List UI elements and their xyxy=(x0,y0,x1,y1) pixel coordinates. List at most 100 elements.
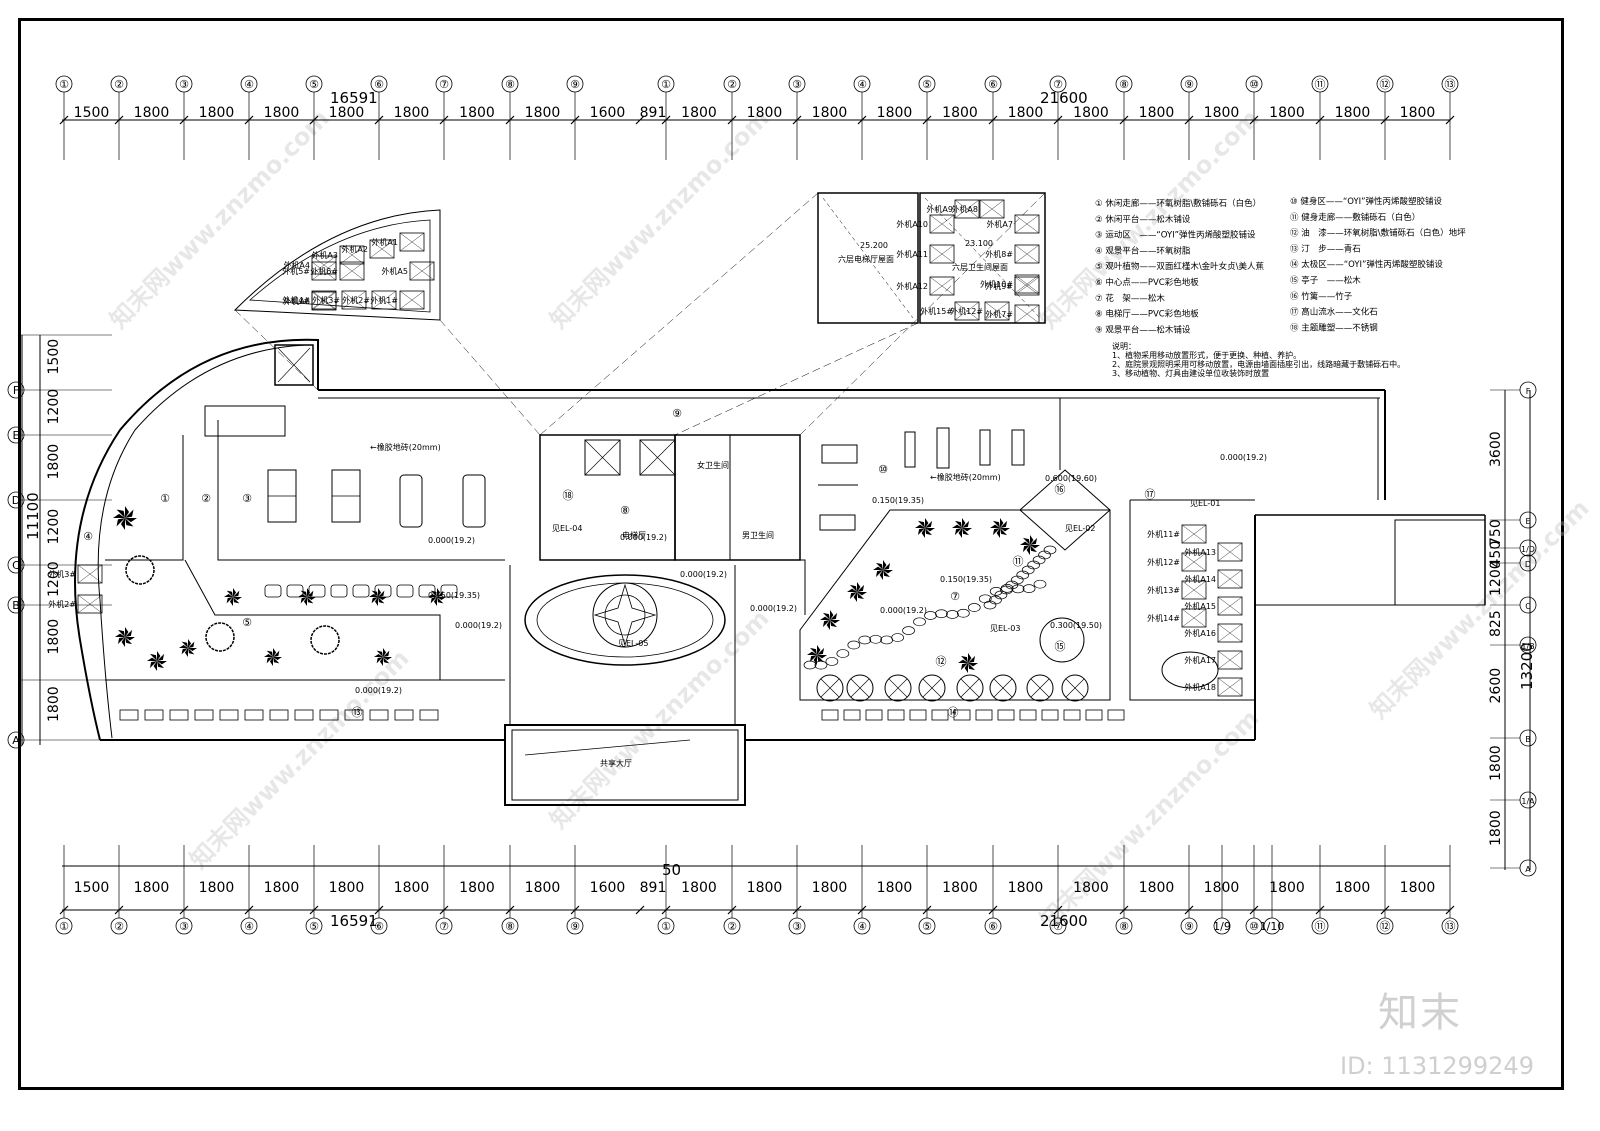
stepping-stones xyxy=(119,545,1125,721)
plant-icon xyxy=(224,588,242,606)
stepping-stone xyxy=(909,709,927,721)
axis-bubble-top-right: ② xyxy=(723,75,741,93)
dim-text-top: 1800 xyxy=(812,105,848,121)
level-2: 0.150(19.35) xyxy=(428,591,480,600)
axis-bubble-bottom-right: ⑬ xyxy=(1441,917,1459,935)
round-planter-icon xyxy=(846,674,874,702)
female-wc-label: 女卫生间 xyxy=(697,460,729,470)
axis-label: A xyxy=(12,734,20,747)
axis-label: ⑫ xyxy=(1380,920,1391,933)
ac-unit: 外机A17 xyxy=(1184,650,1243,670)
axis-bubble-bottom-right: ② xyxy=(723,917,741,935)
dim-text-top: 891 xyxy=(640,105,667,121)
ac-unit-label: 外机13# xyxy=(1147,585,1180,595)
round-planter-icon xyxy=(884,674,912,702)
ac-unit: 外机A13 xyxy=(1184,542,1243,562)
ac-unit-label: 外机2# xyxy=(342,295,370,305)
axis-label: ③ xyxy=(179,920,189,933)
row-label: 1/D xyxy=(1521,545,1535,554)
axis-bubble-top-left: ⑦ xyxy=(435,75,453,93)
axis-bubble-top-right: ③ xyxy=(788,75,806,93)
legend-item: ④ 观景平台——环氧树脂 xyxy=(1095,245,1191,256)
central-fountain xyxy=(524,574,726,666)
legend-item: ⑱ 主题雕塑——不锈钢 xyxy=(1290,322,1378,333)
atrium-label: 共享大厅 xyxy=(600,758,632,768)
axis-bubble-bottom-right: 1/10 xyxy=(1260,917,1284,935)
dim-text-top: 1800 xyxy=(747,105,783,121)
ac-unit: 外机A10 xyxy=(896,214,955,234)
dim-text-bottom: 1800 xyxy=(747,880,783,896)
axis-bubble-bottom-left: ① xyxy=(55,917,73,935)
dim-text-top: 1800 xyxy=(681,105,717,121)
axis-label: ② xyxy=(114,78,124,91)
zone-marker: ⑬ xyxy=(352,706,363,719)
axis-bubble-bottom-right: 1/9 xyxy=(1213,917,1231,935)
stepping-stone xyxy=(803,660,817,670)
wc-roof-elev: 23.100 xyxy=(965,239,993,248)
stepping-stone xyxy=(1063,709,1081,721)
stepping-stone xyxy=(821,709,839,721)
note-line: 说明： xyxy=(1112,341,1136,351)
stepping-stone xyxy=(931,709,949,721)
axis-bubble-bottom-left: ④ xyxy=(240,917,258,935)
ref-el01: 见EL-01 xyxy=(1190,499,1220,508)
axis-label: ⑧ xyxy=(505,78,515,91)
row-bubble-right: F xyxy=(1519,381,1537,399)
stepping-stone xyxy=(902,626,915,635)
ac-units-left: 外机3#外机2# xyxy=(48,564,103,614)
stepping-stone xyxy=(144,709,164,721)
total-left-bottom: 16591 xyxy=(330,912,378,930)
ac-unit-label: 外机6# xyxy=(310,266,338,276)
ac-unit: 外机13# xyxy=(1147,580,1207,600)
dim-text-bottom: 1800 xyxy=(1400,880,1436,896)
zone-marker: ⑦ xyxy=(950,590,960,603)
ac-unit-label: 外机A17 xyxy=(1184,655,1216,665)
ac-unit: 外机5# xyxy=(282,261,337,281)
stepping-stone xyxy=(1041,709,1059,721)
row-bubble-left: D xyxy=(7,491,25,509)
axis-label: 1/9 xyxy=(1213,920,1231,933)
watermark-text: 知末网www.znzmo.com xyxy=(544,104,774,334)
ac-unit-label: 外机A1 xyxy=(371,237,398,247)
legend-item: ⑦ 花 架——松木 xyxy=(1095,293,1165,304)
plant-icon xyxy=(179,639,197,657)
ac-unit-label: 外机A2 xyxy=(341,244,368,254)
legend-item: ⑩ 健身区——“OYI”弹性丙烯酸塑胶铺设 xyxy=(1290,196,1443,207)
watermark-text: 知末网www.znzmo.com xyxy=(1364,494,1594,724)
axis-bubble-bottom-right: ① xyxy=(657,917,675,935)
dim-text-top: 1800 xyxy=(134,105,170,121)
axis-label: ⑨ xyxy=(1184,78,1194,91)
axis-bubble-top-left: ⑤ xyxy=(305,75,323,93)
bench xyxy=(286,584,304,598)
legend-item: ⑨ 观景平台——松木铺设 xyxy=(1095,324,1191,335)
plant-icon xyxy=(113,506,137,530)
plant-icon xyxy=(847,582,867,602)
watermark-text: 知末网www.znzmo.com xyxy=(184,644,414,874)
zone-marker: ⑭ xyxy=(948,706,959,719)
level-5: 0.000(19.2) xyxy=(620,533,667,542)
ac-units-wc-roof: 外机A7外机A8外机A9外机A10外机A11外机A12外机7#外机8#外机9#外… xyxy=(896,199,1040,324)
ac-unit: 外机2# xyxy=(48,594,103,614)
zone-marker: ⑪ xyxy=(1013,555,1024,568)
ac-units-right: 外机11#外机12#外机13#外机14#外机A13外机A14外机A15外机A16… xyxy=(1147,524,1243,697)
dim-text-bottom: 1800 xyxy=(1073,880,1109,896)
stepping-stone xyxy=(975,709,993,721)
level-9: 0.150(19.35) xyxy=(940,575,992,584)
stepping-stone xyxy=(865,709,883,721)
ac-unit-label: 外机A12 xyxy=(896,281,928,291)
row-bubble-left: F xyxy=(7,381,25,399)
ac-unit-label: 外机3# xyxy=(312,295,340,305)
stepping-stone xyxy=(344,709,364,721)
notes: 说明：1、植物采用移动放置形式，便于更换、种植、养护。2、庭院景观照明采用可移动… xyxy=(1112,341,1405,378)
row-label: E xyxy=(1525,517,1530,526)
axis-label: D xyxy=(12,494,20,507)
axis-bubble-top-right: ⑤ xyxy=(918,75,936,93)
axis-label: ⑨ xyxy=(570,78,580,91)
axis-label: ③ xyxy=(792,78,802,91)
level-7: 0.000(19.2) xyxy=(750,604,797,613)
axis-bubble-bottom-right: ④ xyxy=(853,917,871,935)
axis-label: ⑦ xyxy=(439,78,449,91)
stepping-stone xyxy=(1022,584,1036,593)
